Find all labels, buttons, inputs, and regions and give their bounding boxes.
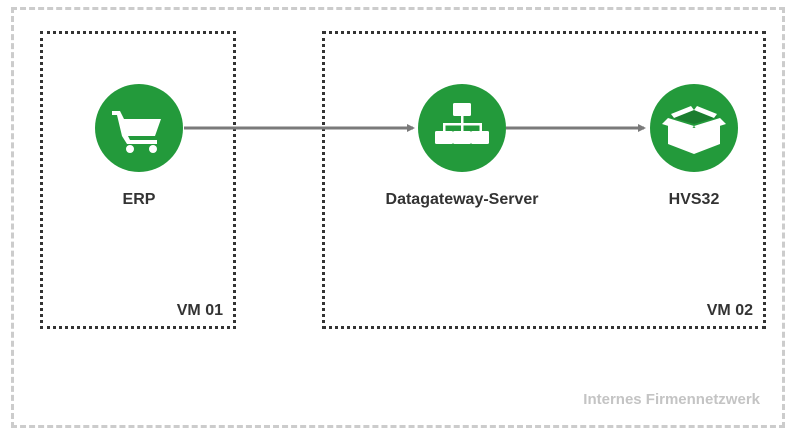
- shopping-cart-icon: [112, 111, 161, 153]
- open-box-icon: [662, 106, 726, 154]
- erp-node: [95, 84, 183, 172]
- erp-label: ERP: [122, 191, 156, 208]
- vm-01-label: VM 01: [176, 302, 223, 319]
- vm-01-box: VM 01: [40, 31, 236, 329]
- sitemap-icon: [435, 103, 489, 144]
- datagateway-server-node: [418, 84, 506, 172]
- datagateway-server-label: Datagateway-Server: [385, 191, 539, 208]
- hvs32-label: HVS32: [668, 191, 720, 208]
- vm-02-box: VM 02: [322, 31, 766, 329]
- company-network-boundary: Internes Firmennetzwerk: [11, 7, 785, 428]
- company-network-label: Internes Firmennetzwerk: [583, 391, 760, 408]
- hvs32-node: [650, 84, 738, 172]
- vm-02-label: VM 02: [706, 302, 753, 319]
